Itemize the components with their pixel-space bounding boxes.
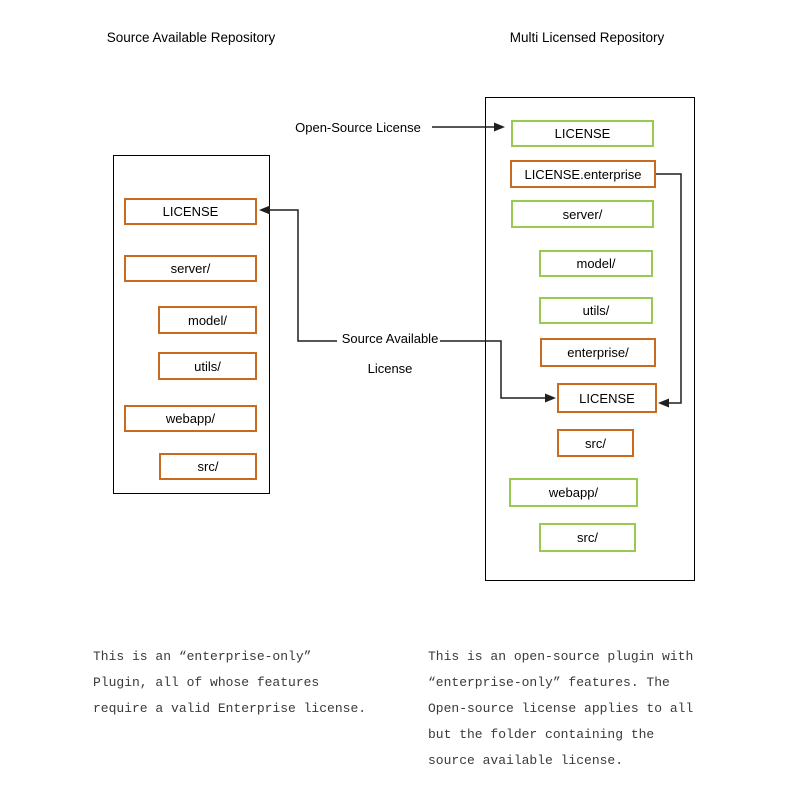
right-file-license-enterprise: LICENSE.enterprise: [510, 160, 656, 188]
right-repo-title: Multi Licensed Repository: [509, 30, 665, 45]
right-folder-utils: utils/: [539, 297, 653, 324]
right-file-license-source-available: LICENSE: [557, 383, 657, 413]
left-folder-server: server/: [124, 255, 257, 282]
source-available-license-label: Source Available License: [341, 331, 439, 376]
right-file-license-open-source: LICENSE: [511, 120, 654, 147]
left-file-license: LICENSE: [124, 198, 257, 225]
right-folder-webapp: webapp/: [509, 478, 638, 507]
left-folder-src: src/: [159, 453, 257, 480]
right-folder-model: model/: [539, 250, 653, 277]
connector-source-available-to-left-license: [259, 205, 337, 342]
right-folder-webapp-src: src/: [539, 523, 636, 552]
right-repo-note: This is an open-source plugin with “ente…: [428, 649, 694, 768]
right-folder-enterprise-src: src/: [557, 429, 634, 457]
left-repo-title: Source Available Repository: [106, 30, 276, 45]
left-folder-utils: utils/: [158, 352, 257, 380]
open-source-license-label: Open-Source License: [295, 120, 421, 135]
right-folder-enterprise: enterprise/: [540, 338, 656, 367]
left-folder-webapp: webapp/: [124, 405, 257, 432]
left-folder-model: model/: [158, 306, 257, 334]
right-folder-server: server/: [511, 200, 654, 228]
left-repo-note: This is an “enterprise-only” Plugin, all…: [93, 649, 367, 716]
